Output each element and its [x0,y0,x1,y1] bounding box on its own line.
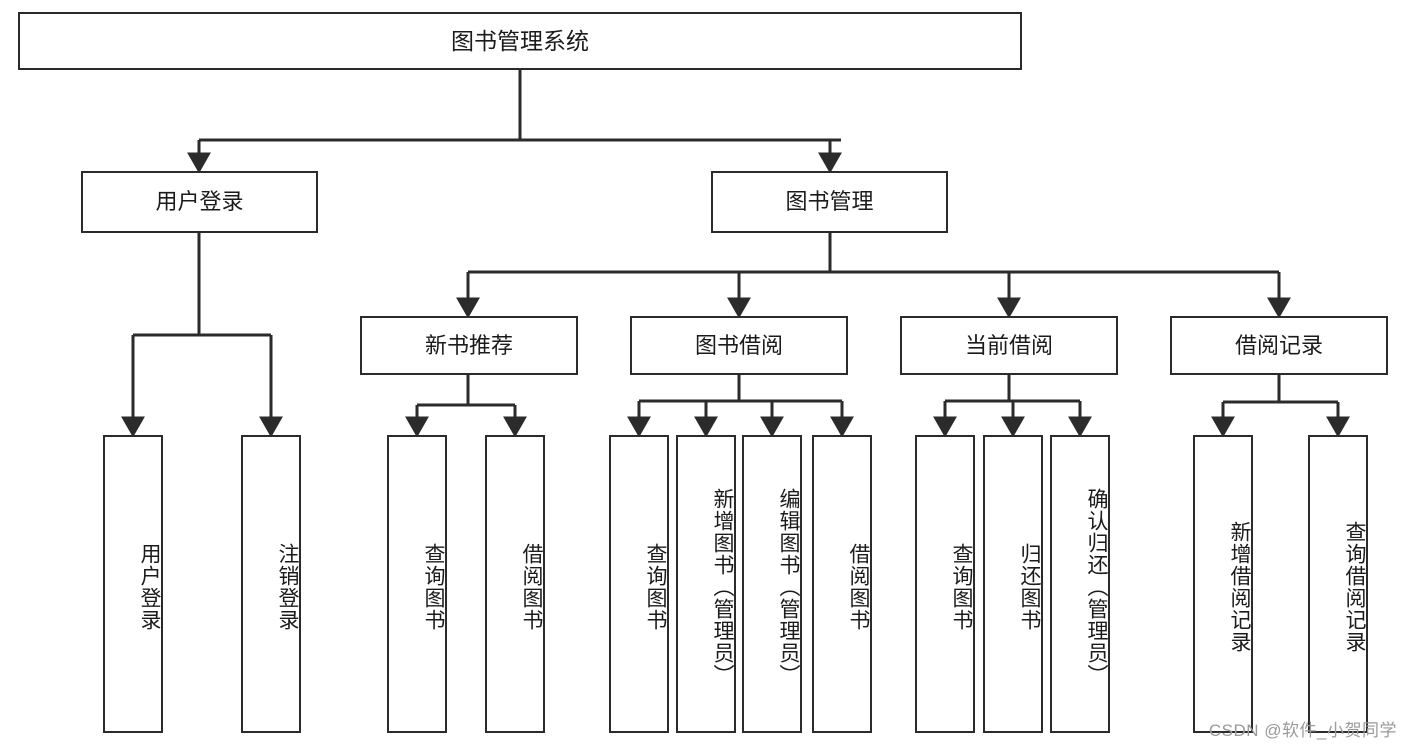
node-book-borrow-label: 图书借阅 [694,332,783,358]
leaf-borrow-book-label: 借阅图书 [847,543,870,631]
leaf-query-book-recommend-label: 查询图书 [422,543,445,631]
leaf-return-book-label: 归还图书 [1018,543,1041,631]
leaf-user-login-label: 用户登录 [138,543,161,631]
leaf-query-book-current[interactable]: 查询图书 [915,435,975,733]
node-current-borrow[interactable]: 当前借阅 [900,316,1118,375]
node-borrow-record[interactable]: 借阅记录 [1170,316,1388,375]
leaf-query-book-borrow[interactable]: 查询图书 [609,435,669,733]
node-book-borrow[interactable]: 图书借阅 [630,316,848,375]
leaf-logout-label: 注销登录 [276,543,299,631]
leaf-borrow-book-recommend[interactable]: 借阅图书 [485,435,545,733]
leaf-edit-book-admin[interactable]: 编辑图书（管理员） [742,435,802,733]
leaf-return-book[interactable]: 归还图书 [983,435,1043,733]
node-new-book-recommend-label: 新书推荐 [424,332,513,358]
leaf-confirm-return-admin-label: 确认归还（管理员） [1085,488,1108,686]
leaf-logout[interactable]: 注销登录 [241,435,301,733]
leaf-add-borrow-record[interactable]: 新增借阅记录 [1193,435,1253,733]
leaf-add-book-admin[interactable]: 新增图书（管理员） [676,435,736,733]
node-root-label: 图书管理系统 [451,27,589,54]
node-root[interactable]: 图书管理系统 [18,12,1022,70]
leaf-query-borrow-record[interactable]: 查询借阅记录 [1308,435,1368,733]
leaf-add-borrow-record-label: 新增借阅记录 [1228,521,1251,653]
node-current-borrow-label: 当前借阅 [964,332,1053,358]
leaf-confirm-return-admin[interactable]: 确认归还（管理员） [1050,435,1110,733]
node-new-book-recommend[interactable]: 新书推荐 [360,316,578,375]
leaf-borrow-book-recommend-label: 借阅图书 [520,543,543,631]
leaf-borrow-book[interactable]: 借阅图书 [812,435,872,733]
leaf-user-login[interactable]: 用户登录 [103,435,163,733]
leaf-query-book-borrow-label: 查询图书 [644,543,667,631]
node-book-manage-label: 图书管理 [785,189,874,215]
leaf-query-book-current-label: 查询图书 [950,543,973,631]
node-user-login-label: 用户登录 [155,189,244,215]
leaf-query-book-recommend[interactable]: 查询图书 [387,435,447,733]
leaf-query-borrow-record-label: 查询借阅记录 [1343,521,1366,653]
node-user-login[interactable]: 用户登录 [81,171,318,233]
node-book-manage[interactable]: 图书管理 [711,171,948,233]
leaf-add-book-admin-label: 新增图书（管理员） [711,488,734,686]
leaf-edit-book-admin-label: 编辑图书（管理员） [777,488,800,686]
node-borrow-record-label: 借阅记录 [1234,332,1323,358]
